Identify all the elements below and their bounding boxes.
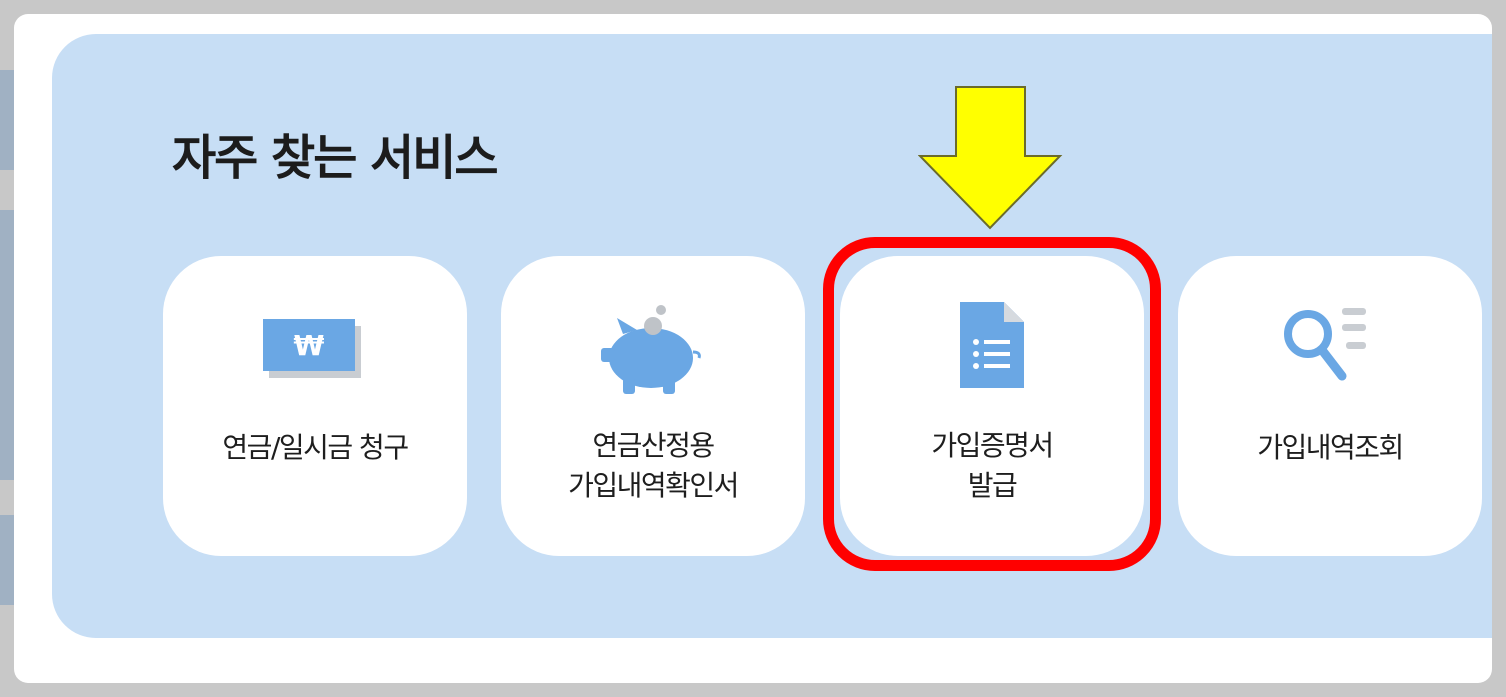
won-symbol: ₩ bbox=[294, 329, 325, 362]
service-card-pension-statement[interactable]: 연금산정용 가입내역확인서 bbox=[501, 256, 805, 556]
piggy-bank-icon bbox=[601, 305, 701, 394]
service-label: 가입내역조회 bbox=[1178, 428, 1482, 468]
section-title: 자주 찾는 서비스 bbox=[172, 130, 499, 186]
service-card-membership-certificate[interactable]: 가입증명서 발급 bbox=[840, 256, 1144, 556]
service-label-line-1: 가입증명서 bbox=[931, 429, 1054, 462]
left-edge-decoration-bottom bbox=[0, 515, 14, 605]
service-label-line-2: 발급 bbox=[967, 469, 1018, 502]
service-label: 연금산정용 가입내역확인서 bbox=[501, 426, 805, 506]
service-label-line-1: 연금/일시금 청구 bbox=[222, 431, 409, 464]
service-label-line-1: 가입내역조회 bbox=[1257, 431, 1404, 464]
arrow-down-icon bbox=[918, 86, 1063, 230]
left-edge-decoration-middle bbox=[0, 210, 14, 480]
service-label: 연금/일시금 청구 bbox=[163, 428, 467, 468]
service-label-line-1: 연금산정용 bbox=[592, 429, 715, 462]
document-list-icon bbox=[960, 302, 1024, 388]
service-label: 가입증명서 발급 bbox=[840, 426, 1144, 506]
service-card-pension-claim[interactable]: ₩ 연금/일시금 청구 bbox=[163, 256, 467, 556]
won-banknote-icon: ₩ bbox=[263, 319, 361, 378]
left-edge-decoration-top bbox=[0, 70, 14, 170]
service-card-membership-history[interactable]: 가입내역조회 bbox=[1178, 256, 1482, 556]
highlight-box bbox=[823, 237, 1161, 571]
service-label-line-2: 가입내역확인서 bbox=[568, 469, 739, 502]
search-list-icon bbox=[1284, 308, 1366, 381]
